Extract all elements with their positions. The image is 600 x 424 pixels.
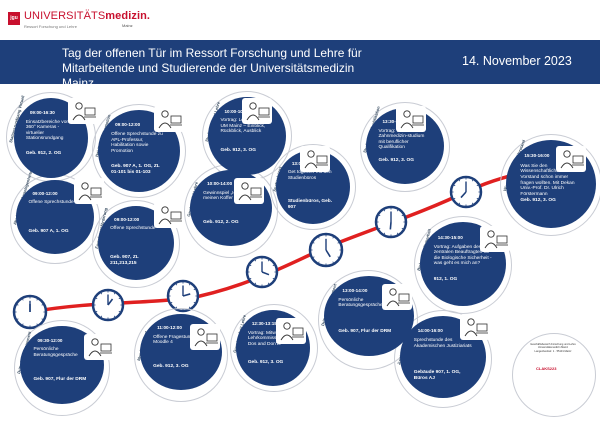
event-description: Vortrag: Aufgaben des zentralen Beauftra…	[433, 244, 492, 267]
event-time: 09:00-16:30	[29, 110, 55, 115]
event-time: 15:30-16:00	[524, 153, 550, 159]
event-location: Gebäude 907, 1. OG, Büros AJ	[413, 370, 461, 382]
event-description: Offene Sprechstunde	[28, 199, 74, 205]
event-description: Was Sie den Wissenschaftlichen Vorstand …	[520, 163, 575, 197]
presenter-icon	[242, 98, 272, 124]
logo-bold: medizin.	[105, 10, 151, 22]
clock-icon	[308, 232, 344, 268]
event-time: 09:00-12:00	[114, 217, 140, 223]
event-time: 14:00-16:00	[417, 328, 443, 334]
suitcase-icon	[234, 178, 264, 204]
event-location: Geb. 912, 3. OG	[247, 360, 284, 366]
event-ring	[394, 310, 492, 408]
handshake-icon	[382, 284, 412, 310]
event-description: Offene Sprechstunde zu APL-Professur, Ha…	[111, 132, 163, 154]
desk-icon	[74, 178, 104, 204]
clock-icon	[245, 255, 279, 289]
event-description: Persönliche Beratungsgespräche	[33, 347, 78, 358]
book-icon	[396, 106, 426, 132]
footer-text: Geschäftsbereich Forschung und Lehre Uni…	[522, 343, 584, 353]
footer-line: Universitätsmedizin Mainz	[537, 346, 569, 350]
event-description: Get together mit den Studienbüros	[287, 169, 332, 181]
event-time: 13:30-14:15	[382, 119, 408, 125]
footer-line: Geschäftsbereich Forschung und Lehre	[530, 343, 576, 346]
event-description: Einsatzbereiche von 360° Kameras - virtu…	[25, 119, 70, 142]
event-location: Geb. 907, Flur der DRM	[338, 328, 392, 334]
event-date: 14. November 2023	[462, 54, 572, 68]
event-location: Geb. 912, 3. OG	[220, 148, 256, 154]
group-icon	[300, 146, 330, 172]
event-location: Geb. 907 A, 1. OG, ZL 01-101 bis 01-103	[111, 164, 160, 176]
laptop-icon	[68, 98, 98, 124]
event-description: Offene Fragestunde zu Moodle 4	[153, 334, 203, 346]
event-location: Geb. 912, 3. OG	[153, 364, 189, 370]
logo-mark: jgu	[8, 12, 20, 25]
meeting-icon	[154, 202, 184, 228]
scientist-icon	[480, 226, 510, 252]
event-ring	[14, 320, 110, 416]
event-description: Gewinnspiel „Ich packe meinen Koffer für…	[203, 190, 253, 202]
computer-icon	[190, 324, 220, 350]
gavel-icon	[460, 314, 490, 340]
event-time: 14:30-15:00	[437, 234, 463, 240]
event-time: 11:00-12:00	[157, 325, 182, 331]
event-ring	[230, 304, 318, 392]
footer-brand: CLAKS223	[536, 366, 557, 371]
event-ring	[92, 104, 186, 198]
event-ring	[360, 102, 450, 192]
event-location: Geb. 907 A, 1. OG	[28, 228, 69, 234]
logo-subtitle: Ressort Forschung und Lehre	[24, 24, 77, 29]
logo-prefix: UNIVERSITÄTS	[24, 10, 106, 22]
portrait-icon	[556, 146, 586, 172]
university-logo: jgu UNIVERSITÄTSmedizin. Ressort Forschu…	[4, 8, 164, 34]
clock-icon	[12, 294, 48, 330]
lecture-icon	[276, 318, 306, 344]
people-icon	[154, 106, 184, 132]
event-location: Geb. 907, Flur der DRM	[33, 377, 87, 383]
event-description: Offene Sprechstunde	[110, 225, 156, 231]
event-location: Geb. 912, 3. OG	[378, 158, 414, 164]
logo-city: Mainz	[122, 23, 133, 28]
event-time: 09:00-12:00	[32, 191, 58, 197]
event-time: 09:30-12:00	[37, 337, 63, 343]
event-time: 12:30-13:15	[251, 321, 277, 327]
footer-ring	[512, 333, 596, 417]
event-description: Vortrag: Mitwirkung in Lehrkommissionen:…	[247, 330, 294, 347]
event-location: Geb. 912, 2. OG	[25, 150, 62, 156]
event-time: 10:00-10:30	[224, 108, 250, 114]
event-time: 09:00-12:00	[115, 122, 141, 128]
page-title: Tag der offenen Tür im Ressort Forschung…	[62, 46, 362, 90]
event-location: Geb. 912, 3. OG	[520, 198, 556, 204]
footer-line: Langenbeckstr. 1 · 55131 Mainz	[534, 349, 572, 353]
consult-icon	[84, 334, 114, 360]
event-ring	[134, 308, 228, 402]
clock-icon	[91, 288, 125, 322]
event-time: 10:00-14:00	[207, 181, 233, 187]
event-location: Studienbüros, Geb. 907	[287, 198, 333, 210]
event-description: Persönliche Beratungsgespräche	[338, 297, 383, 309]
event-description: Sprechstunde des Akademischen Justiziari…	[413, 338, 472, 349]
event-ring	[500, 134, 600, 236]
clock-icon	[449, 175, 483, 209]
event-time: 13:00-14:00	[342, 288, 368, 293]
clock-icon	[374, 205, 408, 239]
event-location: Geb. 912, 2. OG	[203, 220, 239, 226]
event-ring	[92, 200, 180, 288]
event-location: 912, 1. OG	[433, 277, 458, 283]
event-location: Geb. 907, ZL 211,213,215	[110, 254, 139, 266]
logo-wordmark: UNIVERSITÄTSmedizin.	[24, 10, 150, 22]
title-banner: Tag der offenen Tür im Ressort Forschung…	[0, 40, 600, 90]
event-ring	[270, 144, 356, 230]
